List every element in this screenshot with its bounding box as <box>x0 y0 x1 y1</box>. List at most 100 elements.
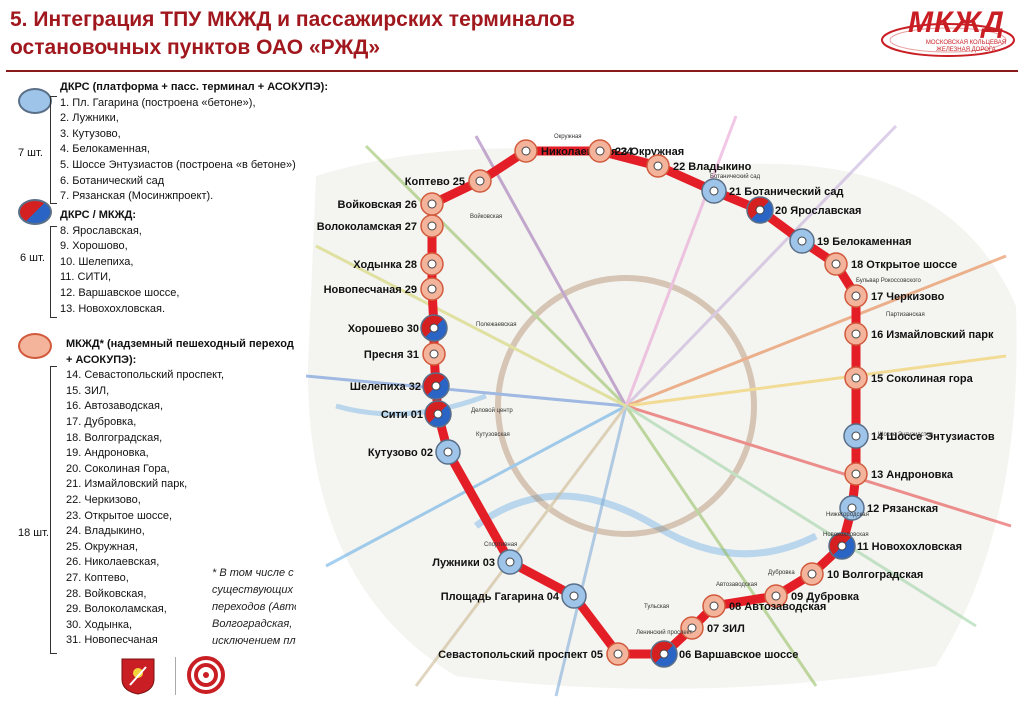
station-hub-icon <box>595 146 605 156</box>
station-18[interactable]: 07 ЗИЛ <box>680 616 745 640</box>
station-29[interactable]: Ходынка 28 <box>353 252 444 276</box>
station-22[interactable]: Лужники 03 <box>432 549 523 575</box>
legend-item: 13. Новохохловская. <box>60 302 166 315</box>
legend-marker-mkzhd <box>18 333 52 359</box>
station-hub-icon <box>851 291 861 301</box>
page-title: 5. Интеграция ТПУ МКЖД и пассажирских те… <box>10 6 730 62</box>
map-small-label: Новохохловская <box>823 532 869 538</box>
station-6[interactable]: 19 Белокаменная <box>789 228 912 254</box>
station-label: Пресня 31 <box>364 349 419 361</box>
station-32[interactable]: Коптево 25 <box>405 169 492 193</box>
legend-heading-2: ДКРС / МКЖД: <box>60 209 137 221</box>
station-label: Севастопольский проспект 05 <box>438 649 603 661</box>
station-27[interactable]: Хорошево 30 <box>348 314 448 342</box>
title-line-2: остановочных пунктов ОАО «РЖД» <box>10 36 381 59</box>
station-hub-icon <box>797 236 807 246</box>
station-hub-icon <box>851 469 861 479</box>
station-label: Новопесчаная 29 <box>324 284 417 296</box>
station-11[interactable]: 14 Шоссе Энтузиастов <box>843 423 995 449</box>
station-24[interactable]: Сити 01 <box>381 400 452 428</box>
map-small-label: Партизанская <box>886 312 925 318</box>
station-hub-icon <box>831 259 841 269</box>
legend-item: 22. Черкизово, <box>66 493 141 506</box>
legend-heading-3a: МКЖД* (надземный пешеходный переход <box>66 338 294 350</box>
legend-item: 15. ЗИЛ, <box>66 384 110 397</box>
station-hub-icon <box>851 431 861 441</box>
station-label: 19 Белокаменная <box>817 236 912 248</box>
station-13[interactable]: 12 Рязанская <box>839 495 938 521</box>
station-4[interactable]: 21 Ботанический сад <box>701 178 843 204</box>
bracket-group-2 <box>50 226 57 318</box>
station-hub-icon <box>653 161 663 171</box>
station-5[interactable]: 20 Ярославская <box>746 196 861 224</box>
legend-item: 18. Волгоградская, <box>66 431 163 444</box>
station-20[interactable]: Севастопольский проспект 05 <box>438 642 630 666</box>
station-9[interactable]: 16 Измайловский парк <box>844 322 994 346</box>
logo-text: МКЖД <box>908 6 1005 39</box>
station-14[interactable]: 11 Новохохловская <box>828 532 962 560</box>
map-background <box>296 106 1024 702</box>
station-30[interactable]: Волоколамская 27 <box>317 214 444 238</box>
station-label: 06 Варшавское шоссе <box>679 649 798 661</box>
emblem-divider <box>175 657 176 695</box>
moscow-coat-of-arms-icon <box>121 658 155 695</box>
station-label: Войковская 26 <box>338 199 417 211</box>
station-16[interactable]: 09 Дубровка <box>764 584 860 608</box>
legend-item: 20. Соколиная Гора, <box>66 462 170 475</box>
station-label: 15 Соколиная гора <box>871 373 974 385</box>
station-label: 13 Андроновка <box>871 469 954 481</box>
station-28[interactable]: Новопесчаная 29 <box>324 277 444 301</box>
station-hub-icon <box>505 557 515 567</box>
station-label: Лужники 03 <box>432 557 495 569</box>
legend-item: 4. Белокаменная, <box>60 143 150 156</box>
station-2[interactable]: 23 Окружная <box>588 139 684 163</box>
map-small-label: Ботанический сад <box>710 173 761 180</box>
station-label: Шелепиха 32 <box>350 381 421 393</box>
count-group-3: 18 шт. <box>18 527 49 539</box>
legend-item: 25. Окружная, <box>66 540 138 553</box>
station-21[interactable]: Площадь Гагарина 04 <box>441 583 587 609</box>
legend-item: 7. Рязанская (Мосинжпроект). <box>60 190 214 203</box>
bracket-group-1 <box>50 96 57 204</box>
mkzhd-logo: МКЖД МОСКОВСКАЯ КОЛЬЦЕВАЯ ЖЕЛЕЗНАЯ ДОРОГ… <box>878 6 1018 58</box>
map-small-label: Спортивная <box>484 542 517 548</box>
map-small-label: Войковская <box>470 213 502 220</box>
station-hub-icon <box>851 329 861 339</box>
legend-marker-dkrs-mkzhd <box>18 199 52 225</box>
legend-item: 26. Николаевская, <box>66 556 160 569</box>
station-8[interactable]: 17 Черкизово <box>844 284 945 308</box>
station-3[interactable]: 22 Владыкино <box>646 154 752 178</box>
station-17[interactable]: 08 Автозаводская <box>702 594 826 618</box>
station-label: 18 Открытое шоссе <box>851 259 957 271</box>
station-15[interactable]: 10 Волгоградская <box>800 562 923 586</box>
station-25[interactable]: Шелепиха 32 <box>350 372 450 400</box>
station-hub-icon <box>851 373 861 383</box>
station-hub-icon <box>443 447 453 457</box>
station-12[interactable]: 13 Андроновка <box>844 462 954 486</box>
station-hub-icon <box>709 601 719 611</box>
count-group-1: 7 шт. <box>18 147 43 159</box>
legend-item: 17. Дубровка, <box>66 415 137 428</box>
station-10[interactable]: 15 Соколиная гора <box>844 366 974 390</box>
station-26[interactable]: Пресня 31 <box>364 342 446 366</box>
station-hub-icon <box>433 409 443 419</box>
station-31[interactable]: Войковская 26 <box>338 192 444 216</box>
station-label: 14 Шоссе Энтузиастов <box>871 431 995 443</box>
station-label: Хорошево 30 <box>348 323 419 335</box>
station-23[interactable]: Кутузово 02 <box>368 439 461 465</box>
station-hub-icon <box>427 221 437 231</box>
legend-item: 31. Новопесчаная <box>66 634 158 647</box>
station-label: 07 ЗИЛ <box>707 623 745 635</box>
legend-item: 11. СИТИ, <box>60 271 112 284</box>
legend-group-1: ДКРС (платформа + пасс. терминал + АСОКУ… <box>60 80 328 205</box>
station-hub-icon <box>569 591 579 601</box>
map-small-label: Деловой центр <box>471 407 513 414</box>
legend-item: 9. Хорошово, <box>60 240 128 253</box>
legend-item: 6. Ботанический сад <box>60 174 165 187</box>
station-19[interactable]: 06 Варшавское шоссе <box>650 640 798 668</box>
legend-item: 14. Севастопольский проспект, <box>66 369 224 382</box>
station-hub-icon <box>475 176 485 186</box>
station-7[interactable]: 18 Открытое шоссе <box>824 252 957 276</box>
map-small-label: Бульвар Рокоссовского <box>856 278 921 284</box>
